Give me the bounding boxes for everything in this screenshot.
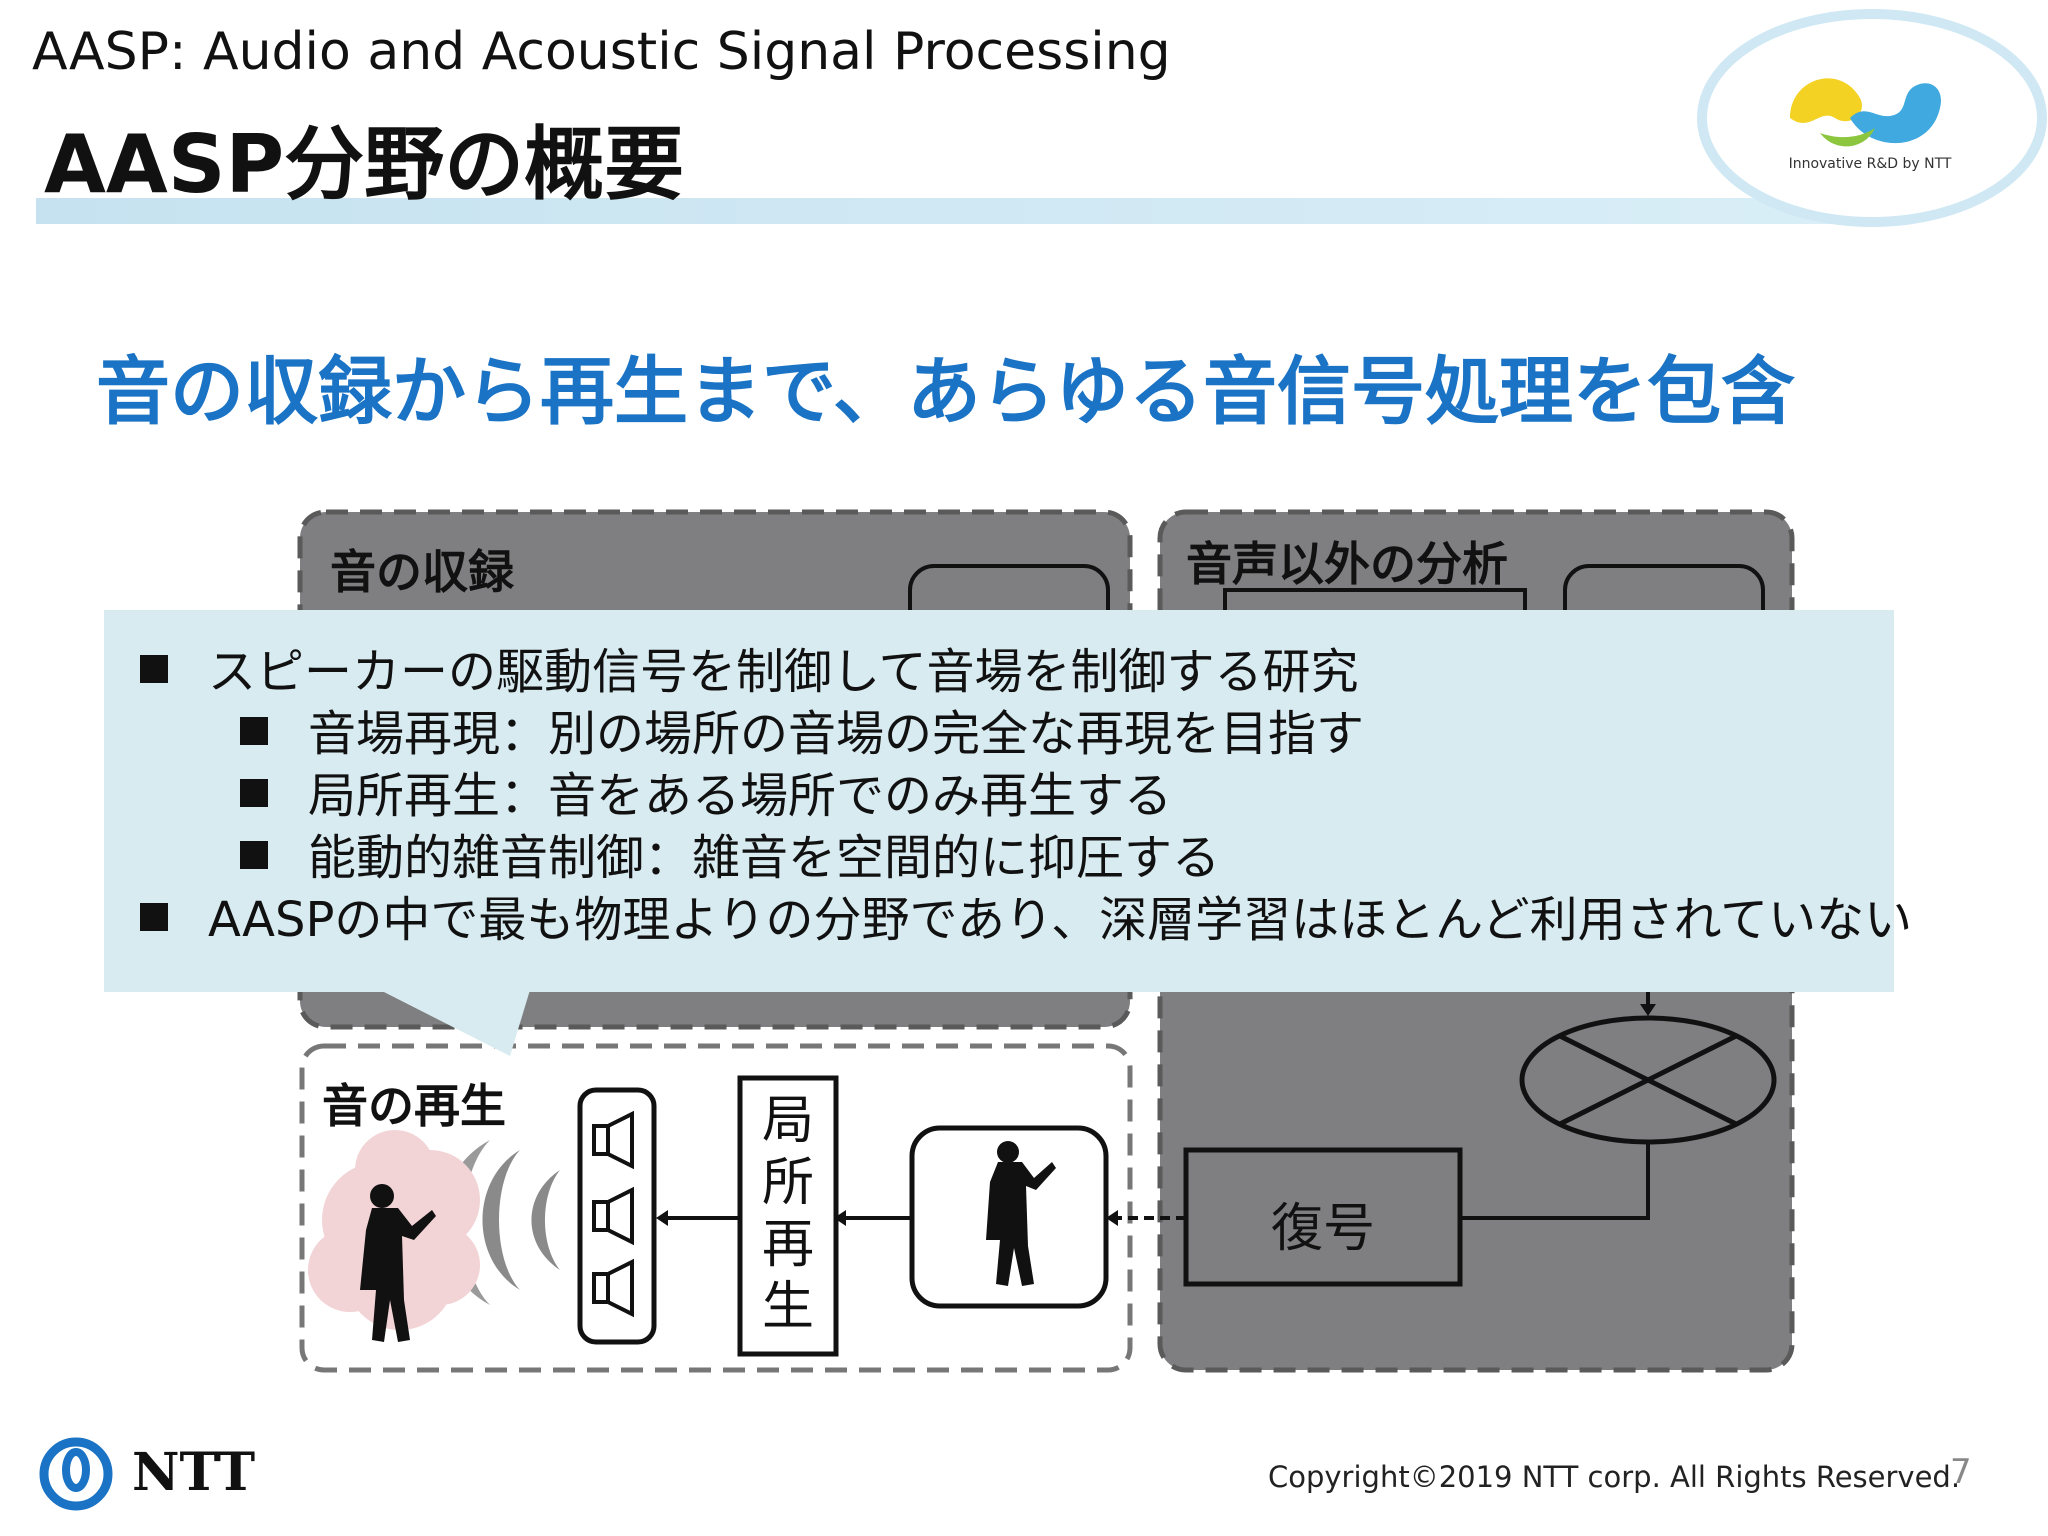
local-playback-char: 再 [761, 1215, 814, 1275]
slide-subtitle: AASP: Audio and Acoustic Signal Processi… [32, 22, 1171, 82]
local-playback-char: 生 [761, 1277, 814, 1337]
decode-box [1183, 1147, 1463, 1287]
square-bullet-icon [140, 903, 168, 931]
callout-box: スピーカーの駆動信号を制御して音場を制御する研究 音場再現：別の場所の音場の完全… [104, 610, 1912, 992]
ntt-brand: NTT [132, 1442, 256, 1503]
slide-headline: 音の収録から再生まで、あらゆる音信号処理を包含 [96, 349, 1796, 435]
square-bullet-icon [140, 655, 168, 683]
callout-subbullet: 音場再現：別の場所の音場の完全な再現を目指す [240, 694, 1364, 764]
person-icon [360, 1184, 436, 1342]
copyright: Copyright©2019 NTT corp. All Rights Rese… [1268, 1460, 1961, 1494]
square-bullet-icon [240, 841, 268, 869]
callout-subbullet: 能動的雑音制御：雑音を空間的に抑圧する [240, 818, 1220, 888]
decode-label: 復号 [1270, 1199, 1375, 1259]
callout-bullet-text: 能動的雑音制御：雑音を空間的に抑圧する [308, 830, 1221, 886]
callout-bullet: スピーカーの駆動信号を制御して音場を制御する研究 [140, 632, 1359, 702]
ntt-rd-logo: Innovative R&D by NTT [1780, 58, 1960, 178]
panel-analysis-title: 音声以外の分析 [1186, 537, 1508, 591]
person-icon [986, 1141, 1056, 1286]
callout-bullet: AASPの中で最も物理よりの分野であり、深層学習はほとんど利用されていない [140, 880, 1912, 950]
local-playback-char: 所 [761, 1153, 814, 1213]
callout-bullet-text: 音場再現：別の場所の音場の完全な再現を目指す [308, 706, 1365, 762]
callout-subbullet: 局所再生：音をある場所でのみ再生する [240, 756, 1172, 826]
callout-bullet-text: AASPの中で最も物理よりの分野であり、深層学習はほとんど利用されていない [208, 892, 1913, 948]
square-bullet-icon [240, 779, 268, 807]
callout-bullet-text: スピーカーの駆動信号を制御して音場を制御する研究 [208, 644, 1359, 700]
square-bullet-icon [240, 717, 268, 745]
page-number: 7 [1950, 1452, 1972, 1492]
panel-recording-title: 音の収録 [330, 545, 514, 599]
rd-swirl-icon [1790, 78, 1941, 147]
panel-playback-title: 音の再生 [322, 1079, 506, 1133]
local-playback-label: 局 所 再 生 [740, 1090, 836, 1338]
ntt-logo-icon [39, 1437, 113, 1511]
callout-bullet-text: 局所再生：音をある場所でのみ再生する [308, 768, 1173, 824]
callout-pointer [380, 990, 530, 1056]
local-playback-char: 局 [761, 1091, 814, 1151]
local-playback-box [737, 1075, 839, 1357]
speaker-icon [592, 1110, 634, 1318]
logo-caption: Innovative R&D by NTT [1788, 156, 1952, 172]
slide-title: AASP分野の概要 [44, 118, 685, 211]
